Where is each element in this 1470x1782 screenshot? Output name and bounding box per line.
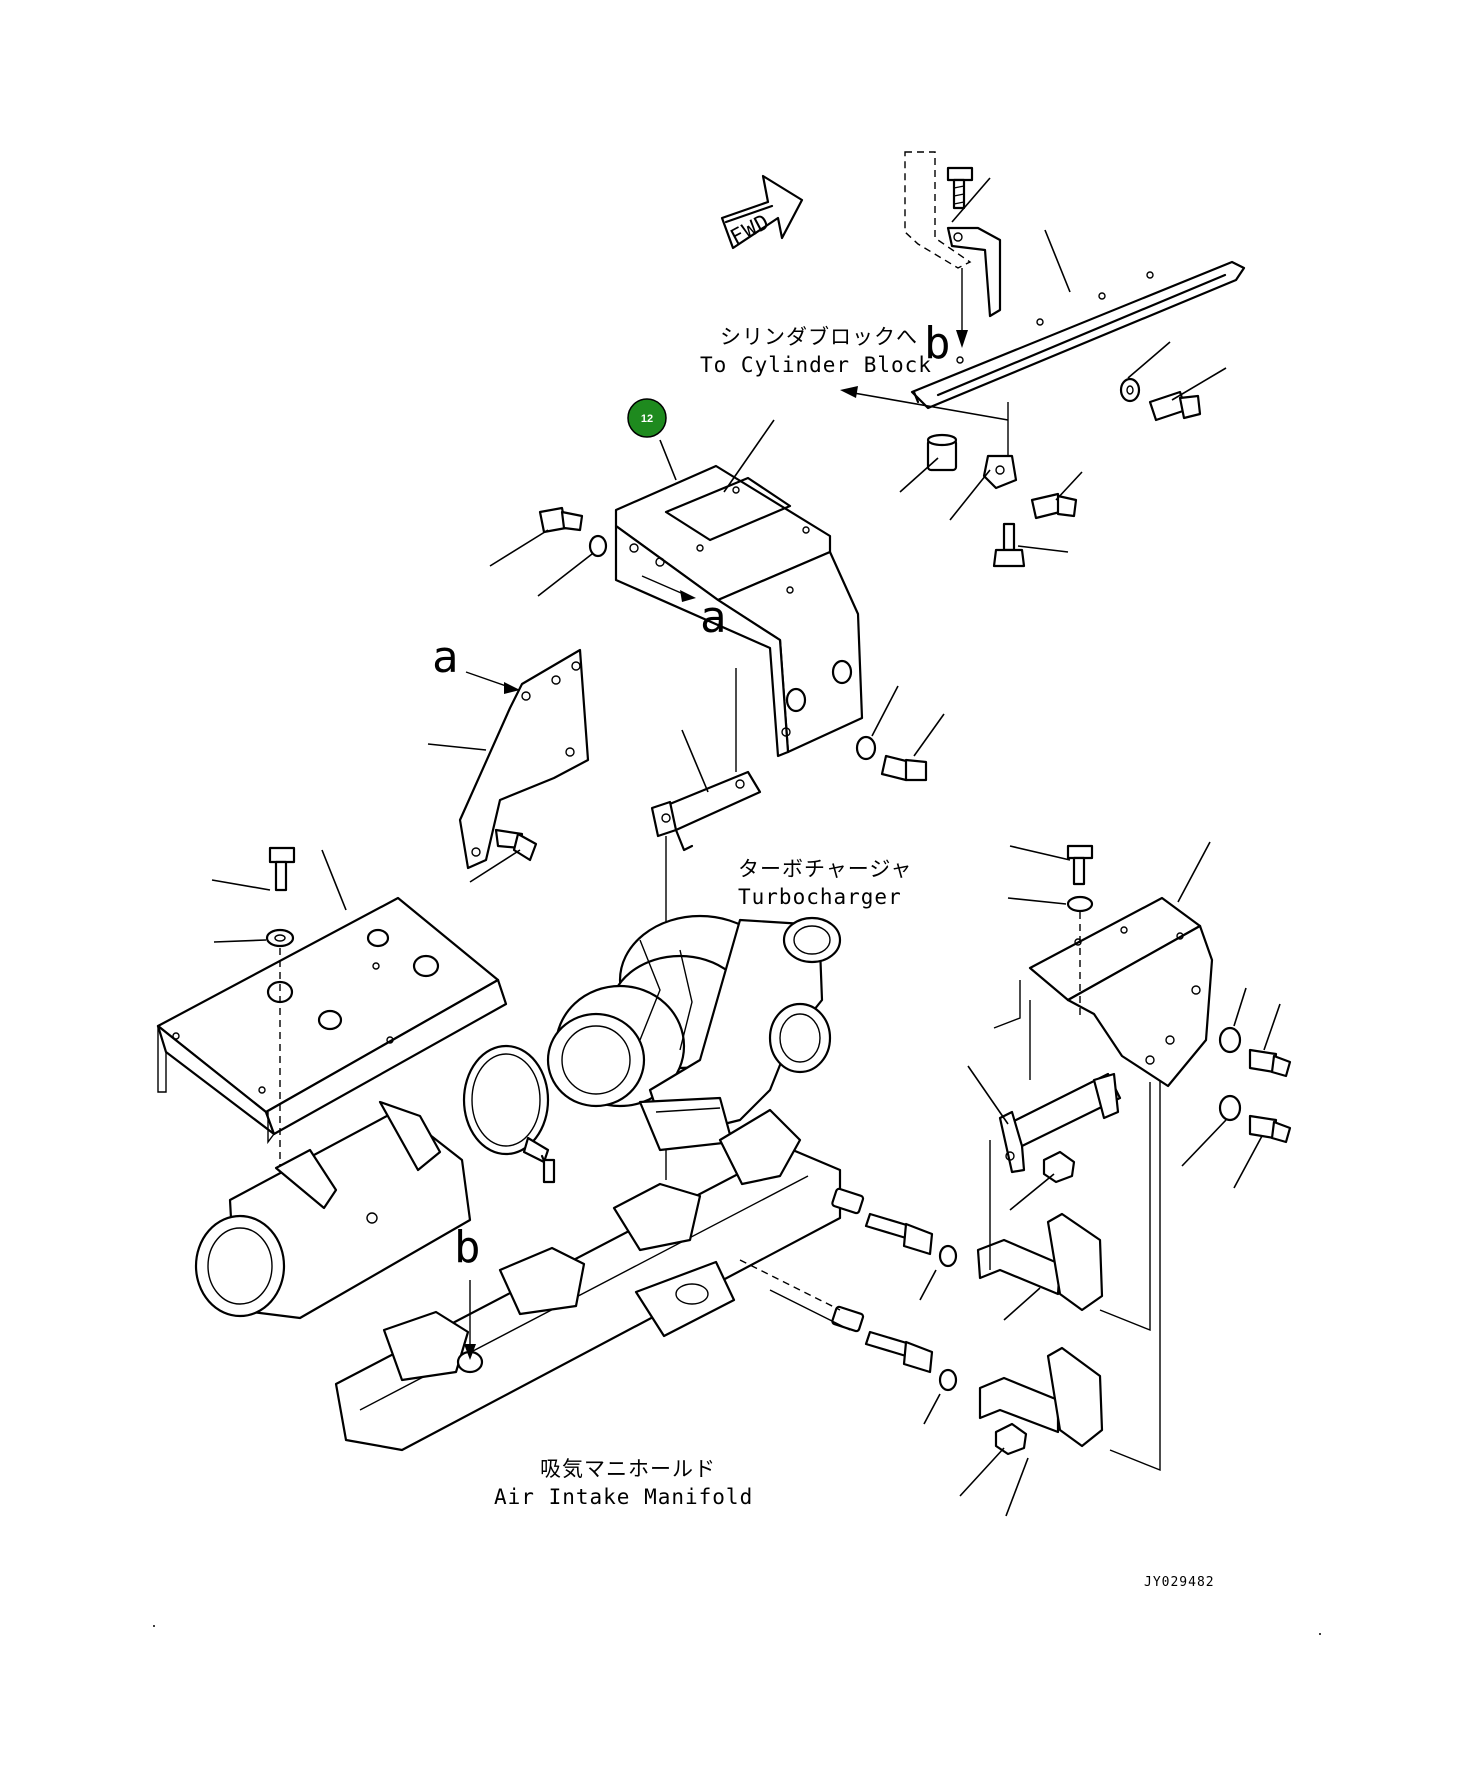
- callout-number: 12: [641, 413, 653, 425]
- label-cylinder-block-jp: シリンダブロックへ: [720, 325, 918, 349]
- turbocharger: [546, 914, 842, 1152]
- ref-b-upper: b: [924, 318, 951, 369]
- v-band-clamp: [462, 1044, 556, 1184]
- callout-badge[interactable]: [627, 398, 667, 438]
- label-turbocharger-jp: ターボチャージャ: [738, 857, 912, 881]
- label-intake-manifold-en: Air Intake Manifold: [494, 1485, 753, 1509]
- upper-bracket-assembly: [840, 151, 1246, 568]
- ref-a-upper: a: [700, 592, 727, 643]
- label-turbocharger-en: Turbocharger: [738, 885, 902, 909]
- exhaust-pipe: [194, 1100, 472, 1320]
- lower-right-bracket: [959, 841, 1292, 1517]
- ref-a-left: a: [432, 632, 459, 683]
- ref-b-lower: b: [454, 1222, 481, 1273]
- drawing-code: JY029482: [1144, 1575, 1215, 1590]
- left-bracket: a: [427, 632, 590, 883]
- label-intake-manifold-jp: 吸気マニホールド: [540, 1457, 716, 1481]
- left-heat-shield: [156, 846, 508, 1170]
- studs-and-spacers: [739, 1187, 958, 1425]
- heat-shield-12: 12 a: [489, 398, 945, 782]
- exhaust-manifold: b: [334, 1108, 842, 1452]
- label-cylinder-block-en: To Cylinder Block: [700, 353, 932, 377]
- fwd-arrow-icon: FWD: [720, 174, 804, 250]
